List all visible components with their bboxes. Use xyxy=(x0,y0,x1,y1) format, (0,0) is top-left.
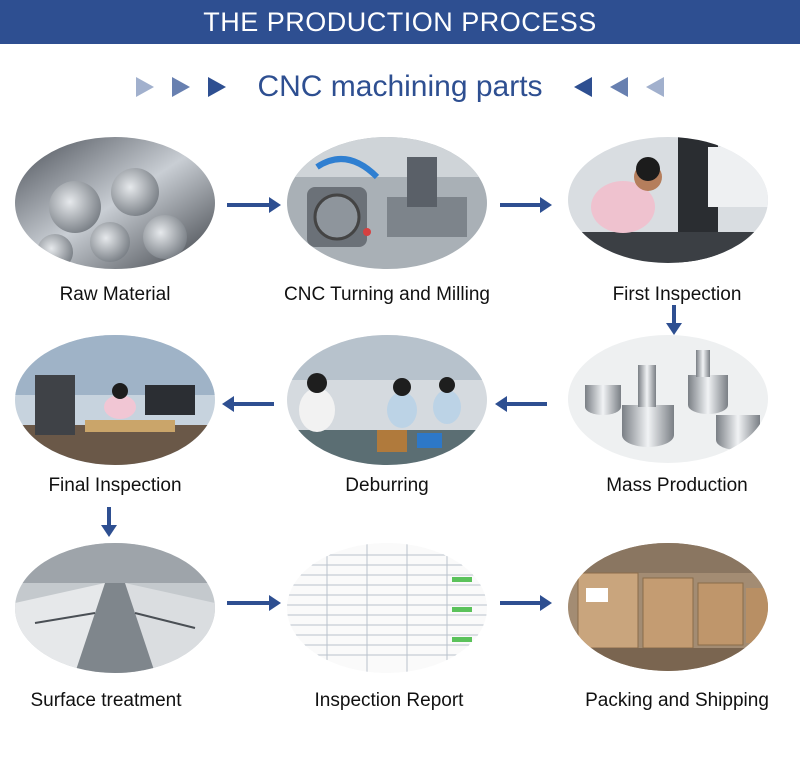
cnc-lathe-photo xyxy=(287,137,487,269)
triangle-right-icon xyxy=(136,77,155,97)
step-label-deburring: Deburring xyxy=(345,475,429,496)
arrow-left-icon xyxy=(495,396,547,412)
triangle-left-icon xyxy=(609,77,628,97)
inspector-photo xyxy=(568,137,768,263)
cmm-room-photo xyxy=(15,335,215,465)
arrow-right-icon xyxy=(500,197,552,213)
step-label-first-inspection: First Inspection xyxy=(612,284,742,305)
arrow-right-icon xyxy=(227,595,281,611)
step-label-cnc-turning: CNC Turning and Milling xyxy=(284,284,490,305)
subtitle: CNC machining parts xyxy=(257,70,543,103)
triangle-left-icon xyxy=(645,77,664,97)
report-sheet-photo xyxy=(287,543,487,673)
triangle-left-icon xyxy=(573,77,592,97)
workers-photo xyxy=(287,335,487,465)
step-label-final-inspection: Final Inspection xyxy=(48,475,182,496)
step-label-surface-treatment: Surface treatment xyxy=(30,690,182,711)
arrow-left-icon xyxy=(222,396,274,412)
step-label-inspection-report: Inspection Report xyxy=(314,690,464,711)
step-label-raw-material: Raw Material xyxy=(59,284,171,305)
triangle-right-icon xyxy=(172,77,191,97)
triangle-right-icon xyxy=(208,77,227,97)
arrow-down-icon xyxy=(666,305,682,335)
arrow-down-icon xyxy=(101,507,117,537)
subtitle-row: CNC machining parts xyxy=(0,66,800,108)
steel-bars-photo xyxy=(15,137,215,269)
metal-parts-photo xyxy=(568,335,768,463)
header-banner: THE PRODUCTION PROCESS xyxy=(0,0,800,44)
step-label-mass-production: Mass Production xyxy=(606,475,748,496)
plating-line-photo xyxy=(15,543,215,673)
arrow-right-icon xyxy=(227,197,281,213)
arrow-right-icon xyxy=(500,595,552,611)
page-title: THE PRODUCTION PROCESS xyxy=(203,6,597,37)
step-label-packing-shipping: Packing and Shipping xyxy=(585,690,769,711)
cartons-pallets-photo xyxy=(568,543,768,671)
